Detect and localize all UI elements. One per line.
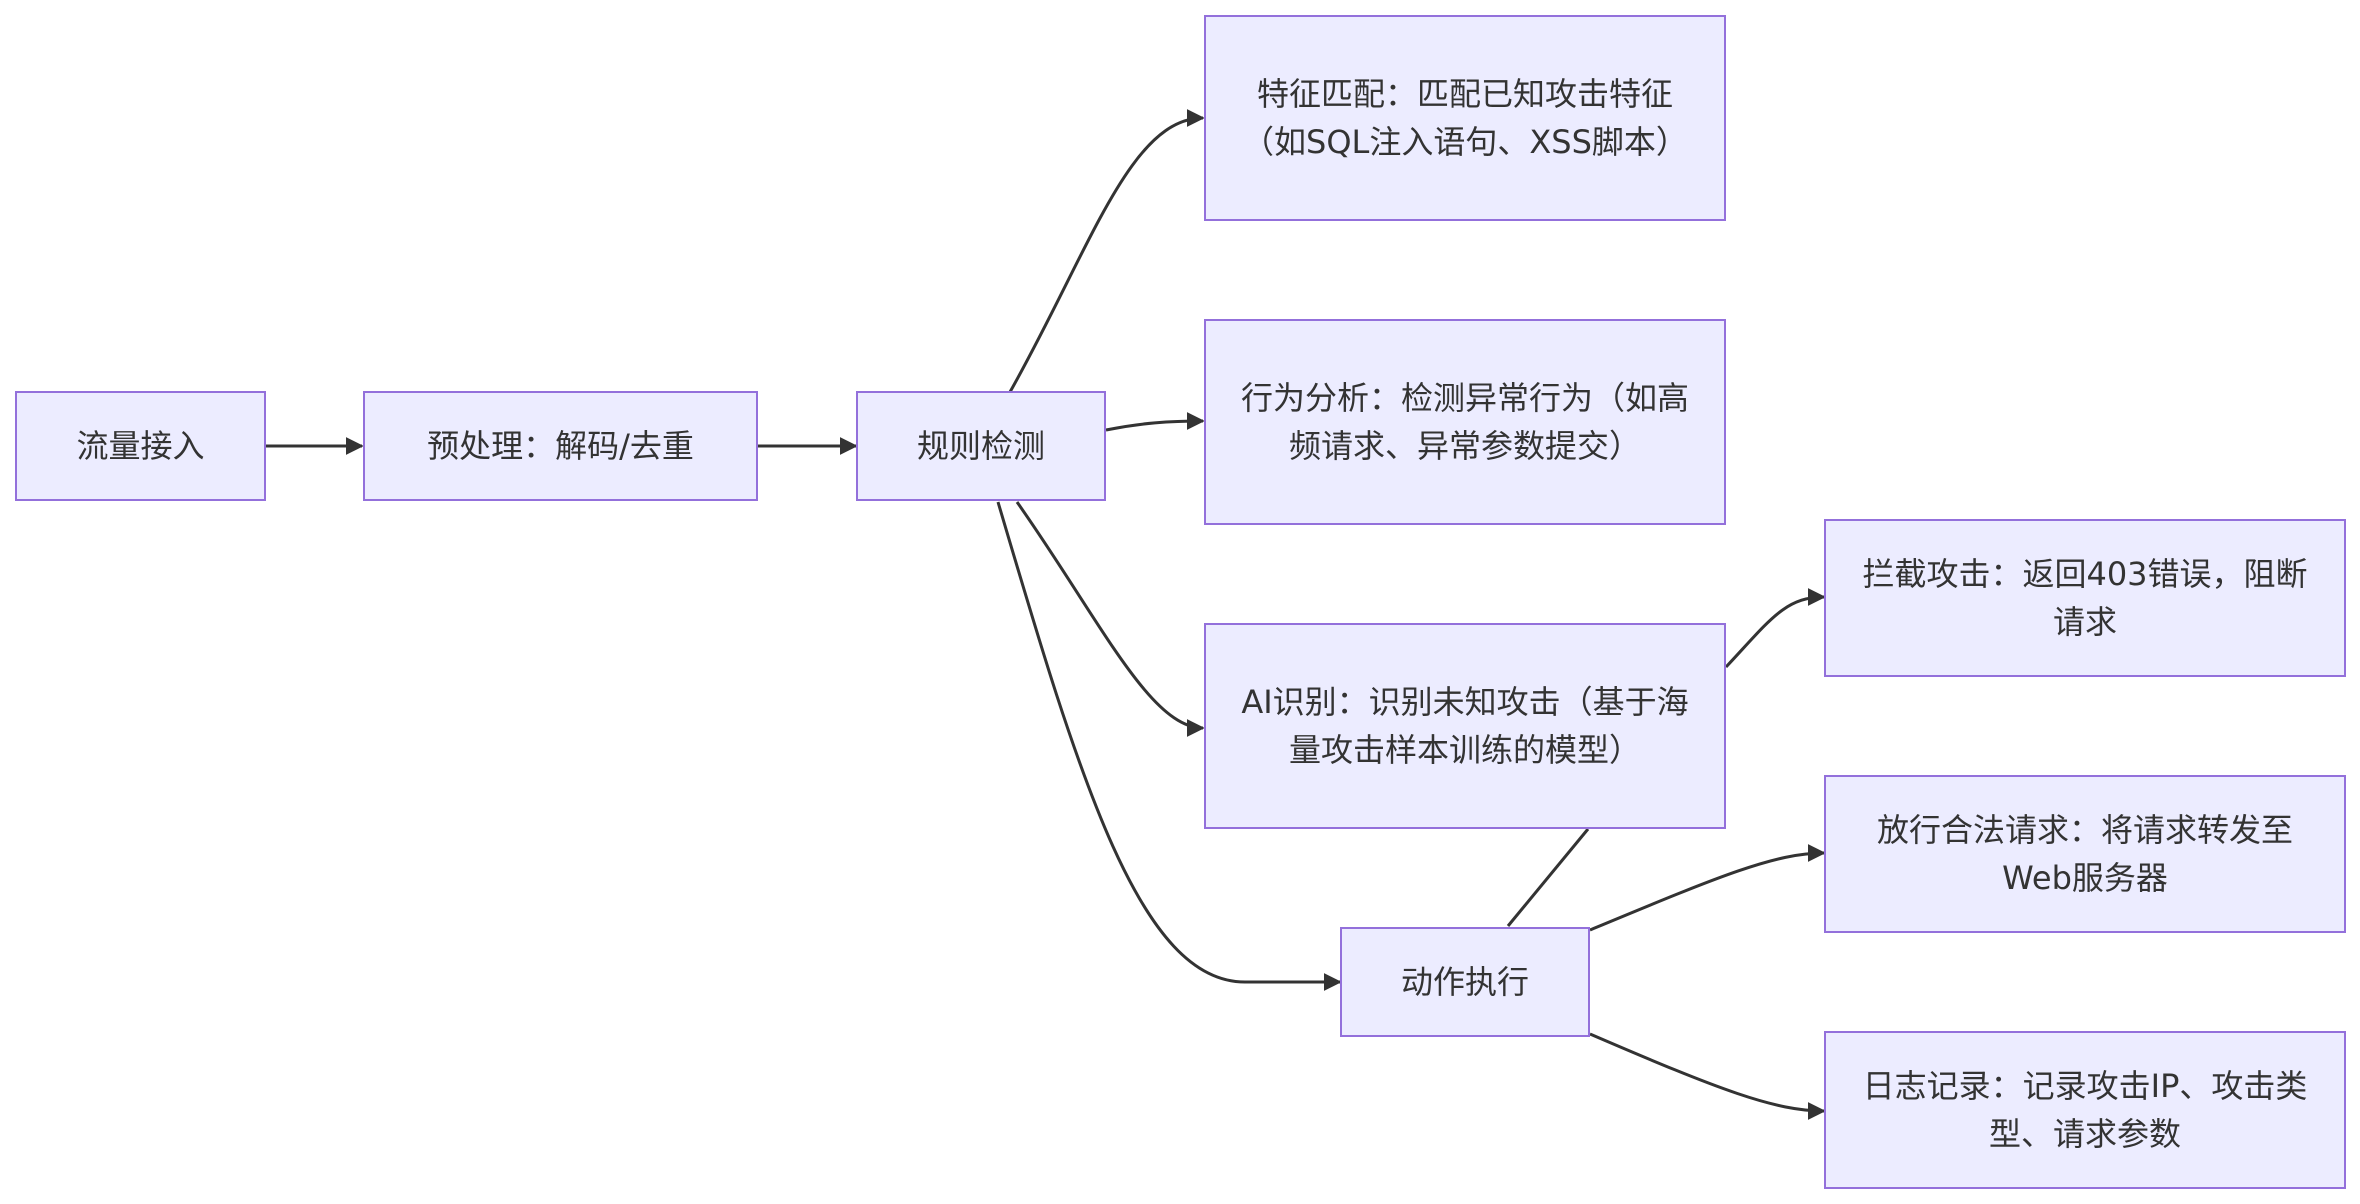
node-ai: AI识别：识别未知攻击（基于海量攻击样本训练的模型）: [1204, 623, 1726, 829]
node-allow-label: 放行合法请求：将请求转发至Web服务器: [1876, 811, 2293, 897]
edge-rule-check-to-ai: [1015, 501, 1205, 737]
node-ingest-label: 流量接入: [76, 427, 205, 465]
node-preprocess-label: 预处理：解码/去重: [427, 427, 694, 465]
edge-ai-to-action: [1506, 828, 1590, 927]
node-behavior-label: 行为分析：检测异常行为（如高频请求、异常参数提交）: [1240, 379, 1689, 465]
node-rule-check-label: 规则检测: [916, 427, 1045, 465]
node-ai-label: AI识别：识别未知攻击（基于海量攻击样本训练的模型）: [1241, 683, 1689, 769]
node-signature: 特征匹配：匹配已知攻击特征（如SQL注入语句、XSS脚本）: [1204, 15, 1726, 221]
node-action: 动作执行: [1340, 927, 1590, 1037]
edge-rule-check-to-signature: [1008, 109, 1205, 393]
node-ingest: 流量接入: [15, 391, 266, 501]
edge-rule-check-to-behavior: [1105, 412, 1205, 432]
node-log: 日志记录：记录攻击IP、攻击类型、请求参数: [1824, 1031, 2346, 1189]
node-preprocess: 预处理：解码/去重: [363, 391, 758, 501]
node-block: 拦截攻击：返回403错误，阻断请求: [1824, 519, 2346, 677]
edge-action-to-allow: [1589, 844, 1826, 932]
node-signature-label: 特征匹配：匹配已知攻击特征（如SQL注入语句、XSS脚本）: [1242, 75, 1688, 161]
node-allow: 放行合法请求：将请求转发至Web服务器: [1824, 775, 2346, 933]
node-behavior: 行为分析：检测异常行为（如高频请求、异常参数提交）: [1204, 319, 1726, 525]
edge-action-to-log: [1589, 1032, 1826, 1120]
edge-ai-to-block: [1724, 588, 1826, 669]
node-log-label: 日志记录：记录攻击IP、攻击类型、请求参数: [1862, 1067, 2308, 1153]
edge-rule-check-to-action: [996, 501, 1342, 991]
node-rule-check: 规则检测: [856, 391, 1106, 501]
node-action-label: 动作执行: [1400, 963, 1529, 1001]
node-block-label: 拦截攻击：返回403错误，阻断请求: [1862, 555, 2308, 641]
